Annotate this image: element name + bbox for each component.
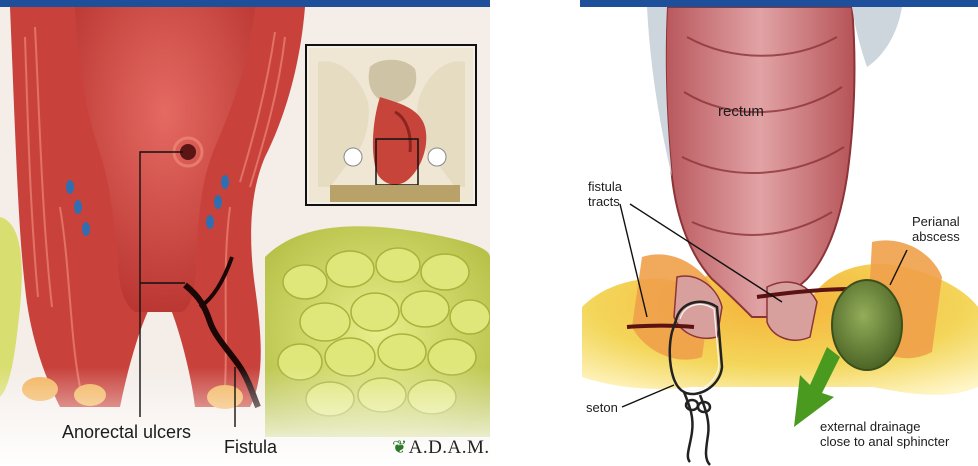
brand-bar-left xyxy=(0,0,490,7)
external-drainage-label-line1: external drainage xyxy=(820,419,949,434)
anorectal-anatomy-drawing xyxy=(0,7,490,466)
fistula-label: Fistula xyxy=(224,437,277,458)
fistula-tracts-label-line2: tracts xyxy=(588,194,622,209)
external-drainage-label-line2: close to anal sphincter xyxy=(820,434,949,449)
seton-label: seton xyxy=(586,400,618,415)
fistula-tracts-label: fistula tracts xyxy=(588,179,622,209)
anorectal-cross-section-illustration: Anorectal ulcers Fistula ❦A.D.A.M. xyxy=(0,7,490,466)
external-drainage-label: external drainage close to anal sphincte… xyxy=(820,419,949,449)
rectum-label: rectum xyxy=(718,104,764,119)
anorectal-ulcers-label: Anorectal ulcers xyxy=(62,422,191,443)
adam-logo-text: A.D.A.M. xyxy=(409,437,490,458)
adam-logo: ❦A.D.A.M. xyxy=(392,437,490,459)
perianal-abscess-label-line1: Perianal xyxy=(912,214,960,229)
fistula-tracts-label-line1: fistula xyxy=(588,179,622,194)
pelvis-inset xyxy=(306,45,476,205)
perianal-abscess-label-line2: abscess xyxy=(912,229,960,244)
perianal-abscess xyxy=(832,280,902,370)
brand-bar-right xyxy=(580,0,978,7)
fistula-treatment-illustration: rectum fistula tracts Perianal abscess s… xyxy=(572,7,978,466)
perianal-abscess-label: Perianal abscess xyxy=(912,214,960,244)
leaf-icon: ❦ xyxy=(392,437,408,457)
